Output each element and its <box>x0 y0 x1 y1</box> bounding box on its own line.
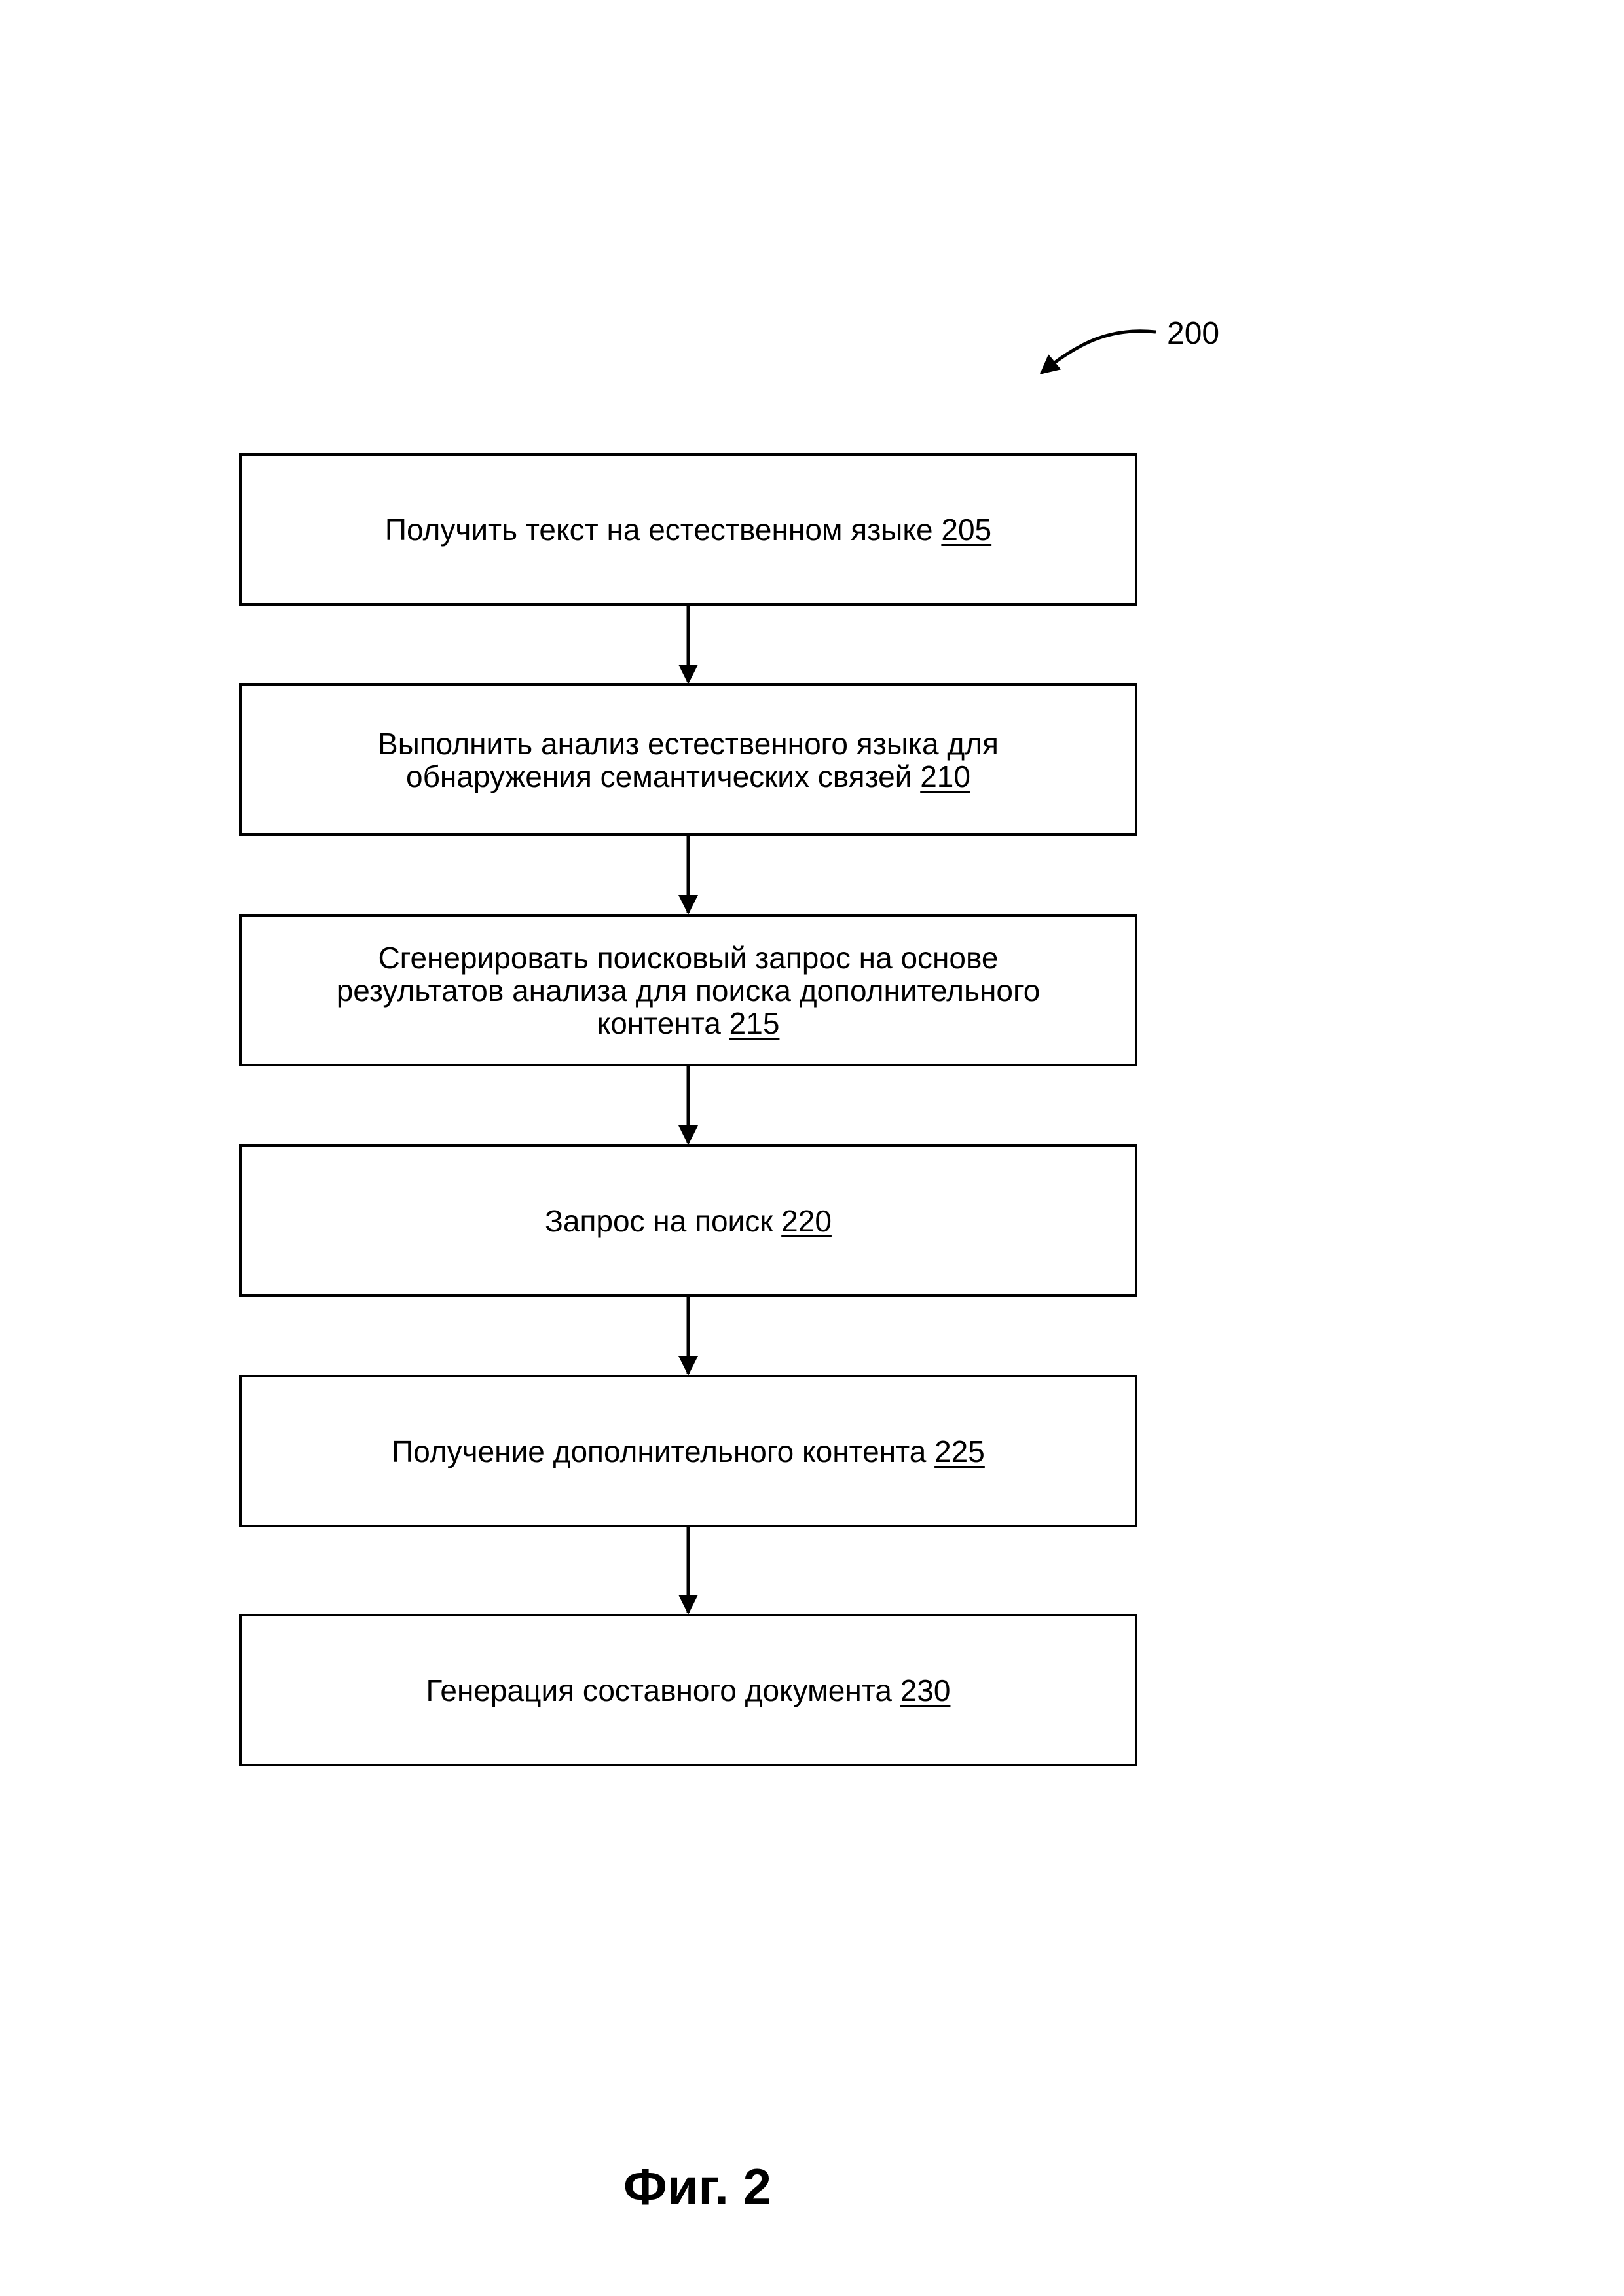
process-step-label: Получение дополнительного контента <box>392 1434 926 1468</box>
process-step-text: Получение дополнительного контента 225 <box>352 1435 1024 1468</box>
process-step-215: Сгенерировать поисковый запрос на основе… <box>239 914 1137 1066</box>
process-step-line: контента 215 <box>337 1007 1041 1040</box>
process-step-text: Выполнить анализ естественного языка для… <box>339 727 1038 793</box>
process-step-ref-number: 205 <box>941 513 991 547</box>
process-step-label: обнаружения семантических связей <box>406 759 912 793</box>
process-step-label: контента <box>597 1006 721 1040</box>
process-step-ref-number: 210 <box>920 759 970 793</box>
process-step-label: Запрос на поиск <box>545 1204 773 1238</box>
process-step-label: результатов анализа для поиска дополните… <box>337 974 1041 1008</box>
process-step-label: Генерация составного документа <box>426 1673 892 1707</box>
process-step-ref-number: 230 <box>900 1673 951 1707</box>
process-step-205: Получить текст на естественном языке 205 <box>239 453 1137 606</box>
process-step-225: Получение дополнительного контента 225 <box>239 1375 1137 1527</box>
process-step-line: Получить текст на естественном языке 205 <box>385 513 991 546</box>
process-step-label: Сгенерировать поисковый запрос на основе <box>378 941 998 975</box>
process-step-line: Сгенерировать поисковый запрос на основе <box>337 941 1041 974</box>
process-step-230: Генерация составного документа 230 <box>239 1614 1137 1766</box>
process-step-text: Получить текст на естественном языке 205 <box>346 513 1031 546</box>
process-step-line: Получение дополнительного контента 225 <box>392 1435 985 1468</box>
process-step-text: Генерация составного документа 230 <box>387 1674 990 1707</box>
process-step-ref-number: 220 <box>781 1204 832 1238</box>
diagram-reference-number: 200 <box>1167 316 1219 352</box>
process-step-220: Запрос на поиск 220 <box>239 1144 1137 1297</box>
figure-caption: Фиг. 2 <box>0 2157 1395 2216</box>
process-step-label: Получить текст на естественном языке <box>385 513 933 547</box>
process-step-210: Выполнить анализ естественного языка для… <box>239 683 1137 836</box>
process-step-line: Выполнить анализ естественного языка для <box>378 727 999 760</box>
process-step-text: Запрос на поиск 220 <box>506 1205 871 1237</box>
process-step-text: Сгенерировать поисковый запрос на основе… <box>297 941 1080 1040</box>
reference-leader-arrow <box>1041 331 1156 373</box>
process-step-line: обнаружения семантических связей 210 <box>378 760 999 793</box>
process-step-label: Выполнить анализ естественного языка для <box>378 727 999 761</box>
process-step-ref-number: 215 <box>729 1006 780 1040</box>
process-step-line: Запрос на поиск 220 <box>545 1205 832 1237</box>
process-step-ref-number: 225 <box>934 1434 985 1468</box>
process-step-line: результатов анализа для поиска дополните… <box>337 974 1041 1007</box>
process-step-line: Генерация составного документа 230 <box>426 1674 951 1707</box>
